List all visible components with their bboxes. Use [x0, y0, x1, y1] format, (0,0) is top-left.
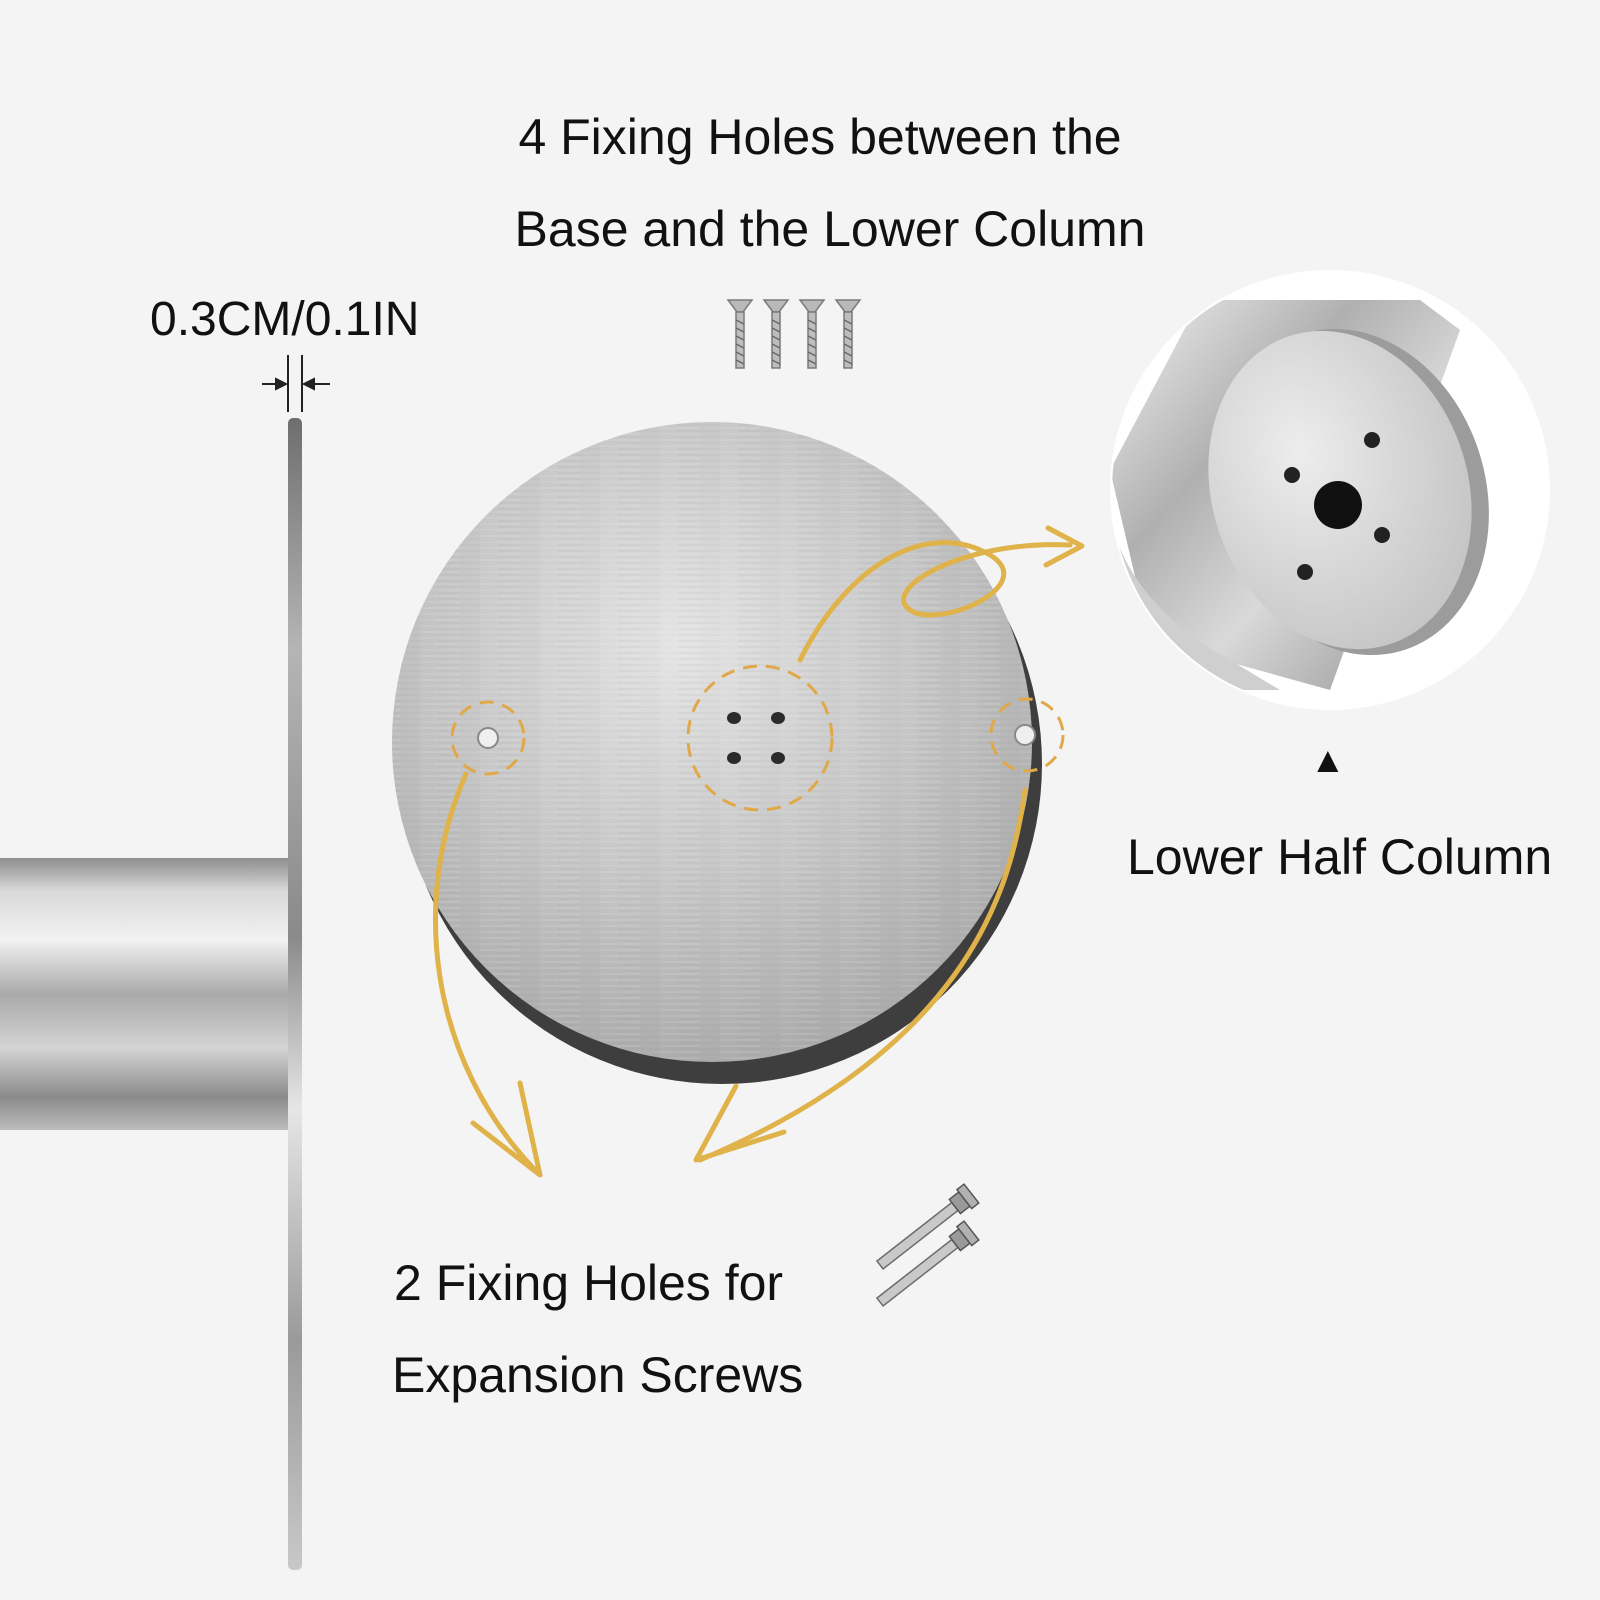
thickness-label: 0.3CM/0.1IN [150, 293, 420, 346]
side-view-tube [0, 858, 290, 1130]
arrow-left-hole [432, 771, 538, 1173]
title-line-2: Base and the Lower Column [514, 201, 1146, 257]
pointer-up-icon: ▲ [1310, 739, 1346, 780]
round-base-plate [392, 422, 1065, 1084]
countersunk-screw-icon [726, 299, 862, 369]
expansion-holes-line-1: 2 Fixing Holes for [394, 1255, 784, 1311]
arrow-to-column [797, 540, 1073, 663]
gold-arrows [432, 525, 1085, 1178]
expansion-hole-left [477, 727, 499, 749]
expansion-bolt-icon [875, 1183, 980, 1307]
lower-half-column-inset [1110, 270, 1550, 710]
title-line-1: 4 Fixing Holes between the [518, 109, 1122, 165]
expansion-holes-line-2: Expansion Screws [392, 1347, 804, 1403]
base-plate-edge [288, 418, 302, 1570]
lower-half-column-label: Lower Half Column [1127, 829, 1553, 885]
center-fixing-holes [727, 712, 785, 764]
dashed-highlight-rings [450, 664, 1065, 812]
expansion-hole-right [1014, 724, 1036, 746]
arrow-right-hole [697, 787, 1028, 1163]
thickness-dimension-marker [262, 355, 330, 412]
